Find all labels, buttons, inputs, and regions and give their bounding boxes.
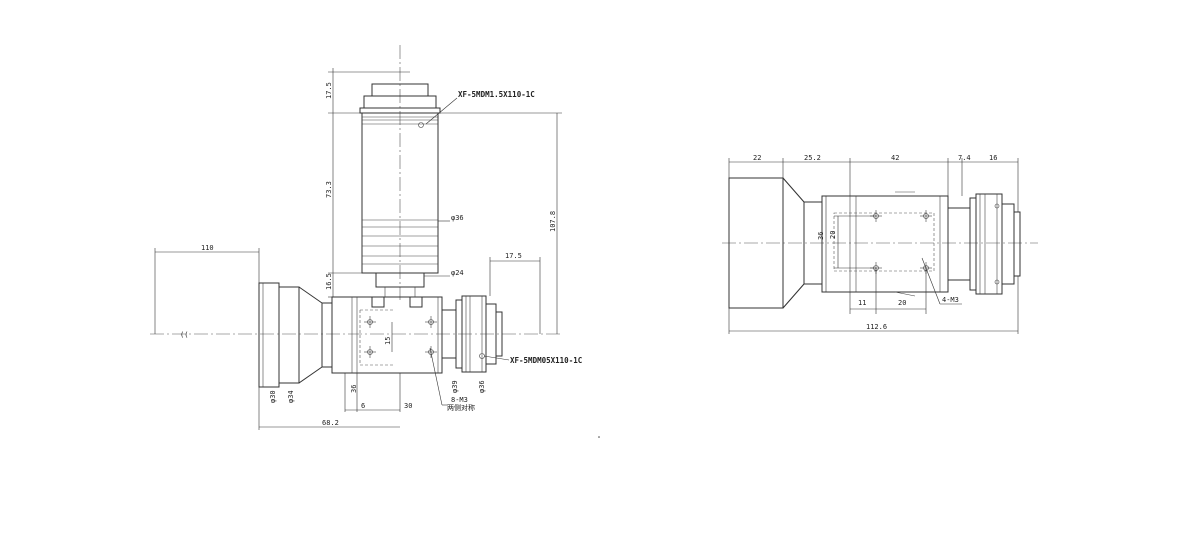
dim-dia-34: φ34	[287, 390, 295, 403]
model-label-top: XF-5MDM1.5X110-1C	[458, 90, 535, 99]
right-side-lens	[947, 193, 1021, 295]
dim-total-height: 107.8	[549, 211, 557, 232]
left-dimensions	[154, 68, 562, 430]
dim-right-h20: 20	[829, 231, 837, 239]
holes-note-left: 两侧对称	[447, 403, 475, 412]
dim-seg5: 16	[989, 154, 997, 162]
dim-body-length: 73.3	[325, 181, 333, 198]
dim-dia-neck: φ24	[451, 269, 464, 277]
holes-label-right: 4-M3	[942, 296, 959, 304]
right-view: 22 25.2 42 7.4 16 36 20 11 20 4-M3 112.6	[722, 154, 1038, 334]
stray-dot	[598, 436, 600, 438]
model-label-side: XF-5MDM05X110-1C	[510, 356, 582, 365]
dim-dia-30: φ30	[269, 390, 277, 403]
holes-label-left: 8-M3	[451, 396, 468, 404]
left-view: ((	[150, 45, 582, 430]
dim-neck: 16.5	[325, 273, 333, 290]
dim-seg1: 22	[753, 154, 761, 162]
dim-seg3: 42	[891, 154, 899, 162]
dim-right-total: 112.6	[866, 323, 887, 331]
housing-block	[331, 287, 443, 374]
dim-dia-top: φ36	[451, 214, 464, 222]
dim-top-cap: 17.5	[325, 82, 333, 99]
dim-seg4: 7.4	[958, 154, 971, 162]
dim-right-h36: 36	[817, 232, 825, 240]
upper-lens	[359, 83, 441, 288]
axis-break-symbol: ((	[180, 331, 188, 339]
dim-dia-36b: φ36	[478, 380, 486, 393]
dim-side-offset: 17.5	[505, 252, 522, 260]
front-lens	[258, 282, 333, 388]
dim-h15: 15	[384, 337, 392, 345]
dim-dia-39: φ39	[451, 380, 459, 393]
dim-h36: 36	[350, 385, 358, 393]
dim-w6: 6	[361, 402, 365, 410]
right-housing	[821, 191, 949, 297]
dim-lens-width: 110	[201, 244, 214, 252]
dim-right-w20: 20	[898, 299, 906, 307]
dim-w68: 68.2	[322, 419, 339, 427]
dim-right-w11: 11	[858, 299, 866, 307]
right-dimensions	[728, 158, 1019, 334]
dim-seg2: 25.2	[804, 154, 821, 162]
dim-w30: 30	[404, 402, 412, 410]
side-lens	[441, 295, 503, 373]
